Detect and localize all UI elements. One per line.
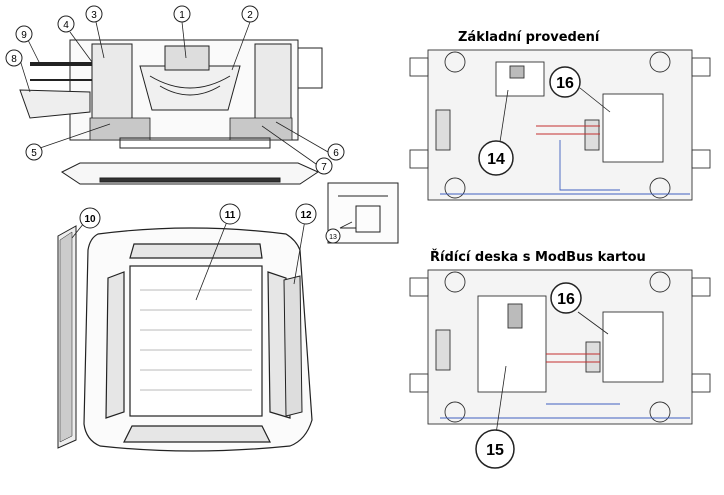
callout-12: 12	[295, 203, 317, 225]
callout-16-top: 16	[549, 66, 581, 98]
leader-lines	[19, 21, 611, 435]
svg-text:3: 3	[91, 10, 97, 21]
svg-text:11: 11	[225, 210, 236, 221]
callout-16-bottom: 16	[550, 282, 582, 314]
svg-text:16: 16	[556, 75, 574, 92]
svg-text:8: 8	[11, 54, 17, 65]
callout-14: 14	[478, 140, 514, 176]
svg-text:7: 7	[321, 162, 327, 173]
callout-4: 4	[57, 15, 75, 33]
control-board-modbus	[409, 269, 711, 425]
callout-8: 8	[5, 49, 23, 67]
callout-9: 9	[15, 25, 33, 43]
unit-cross-section	[19, 39, 323, 185]
svg-text:10: 10	[84, 214, 96, 225]
svg-text:16: 16	[557, 291, 575, 308]
callout-3: 3	[85, 5, 103, 23]
callout-6: 6	[327, 143, 345, 161]
svg-text:1: 1	[179, 10, 185, 21]
svg-text:9: 9	[21, 30, 27, 41]
front-panel	[83, 227, 313, 452]
side-panel	[57, 225, 77, 449]
svg-text:12: 12	[300, 210, 312, 221]
callout-11: 11	[219, 203, 241, 225]
title-basic: Základní provedení	[458, 30, 600, 45]
bracket-detail	[327, 182, 399, 244]
svg-text:13: 13	[329, 234, 337, 241]
svg-text:2: 2	[247, 10, 253, 21]
callout-1: 1	[173, 5, 191, 23]
svg-text:15: 15	[486, 442, 504, 459]
callout-2: 2	[241, 5, 259, 23]
callout-15: 15	[475, 429, 515, 469]
callout-5: 5	[25, 143, 43, 161]
callout-10: 10	[79, 207, 101, 229]
svg-text:5: 5	[31, 148, 37, 159]
svg-text:4: 4	[63, 20, 69, 31]
title-modbus: Řídící deska s ModBus kartou	[430, 250, 646, 265]
svg-text:6: 6	[333, 148, 339, 159]
callout-7: 7	[315, 157, 333, 175]
right-panel-strip	[283, 275, 303, 417]
callout-13: 13	[325, 228, 341, 244]
svg-text:14: 14	[487, 151, 505, 168]
